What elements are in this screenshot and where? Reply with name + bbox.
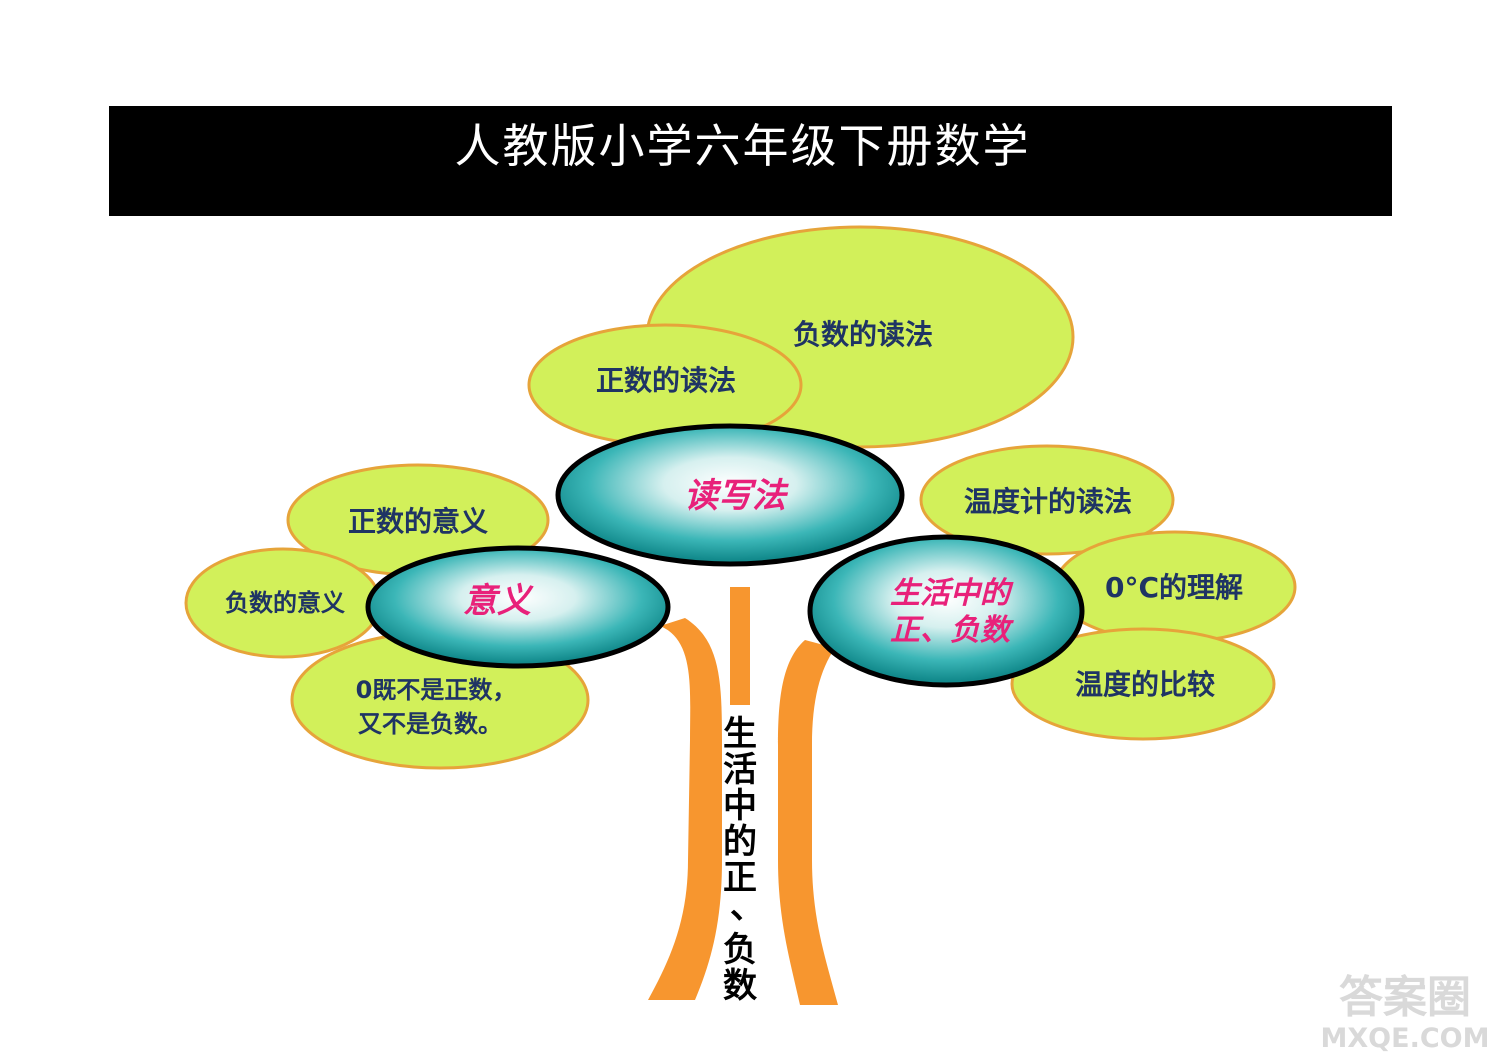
watermark-line1: 答案圈 [1339, 972, 1471, 1023]
leaf-thermometer-reading [919, 444, 1175, 556]
leaf-thermometer-reading-label: 温度计的读法 [964, 485, 1132, 518]
trunk-label: 生 活 中 的 正 、 负 数 [723, 714, 764, 1006]
leaf-zero-degree-label: 0°C的理解 [1105, 571, 1243, 604]
leaf-zero-note-line2: 又不是负数。 [358, 710, 502, 738]
trunk-char: 正 [723, 858, 757, 898]
leaf-temperature-compare [1010, 627, 1276, 741]
trunk-char: 中 [723, 786, 757, 826]
watermark: 答案圈 MXQE.COM [1321, 972, 1490, 1054]
leaf-zero-note-line1: 0既不是正数， [356, 676, 517, 704]
leaf-temperature-compare-label: 温度的比较 [1075, 668, 1215, 701]
branch-life-label-line2: 正、负数 [890, 613, 1014, 648]
page-title: 人教版小学六年级下册数学 [454, 119, 1031, 173]
branch-reading-label: 读写法 [684, 476, 789, 516]
leaf-positive-reading-label: 正数的读法 [596, 364, 736, 397]
trunk-char: 生 [723, 714, 757, 754]
branch-life-node [807, 534, 1085, 688]
leaf-negative-reading-label: 负数的读法 [793, 318, 933, 351]
trunk-char: 、 [730, 887, 764, 927]
trunk-char: 活 [723, 750, 757, 790]
title-bar: 人教版小学六年级下册数学 [109, 106, 1392, 216]
trunk-char: 数 [723, 966, 757, 1006]
trunk-char: 负 [723, 930, 757, 970]
tree-trunk [648, 587, 838, 1005]
watermark-line2: MXQE.COM [1321, 1023, 1490, 1054]
trunk-char: 的 [723, 822, 757, 862]
leaf-positive-meaning-label: 正数的意义 [348, 505, 488, 538]
leaf-negative-meaning-label: 负数的意义 [225, 589, 345, 617]
branch-life-label-line1: 生活中的 [890, 576, 1014, 611]
branch-meaning-node [365, 545, 671, 669]
branch-meaning-label: 意义 [463, 581, 534, 621]
branch-reading-node [555, 423, 905, 567]
